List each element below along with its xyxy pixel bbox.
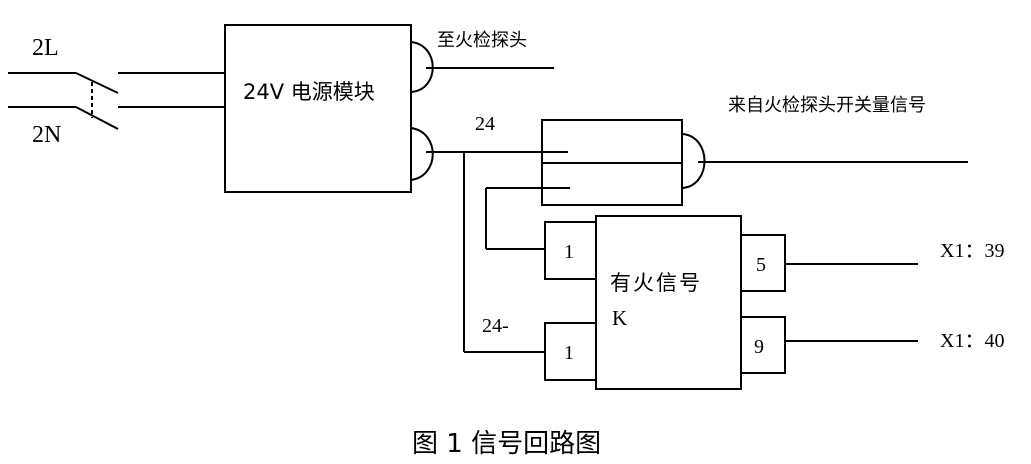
label-2l: 2L <box>32 35 59 61</box>
connector-bottom <box>410 127 434 181</box>
label-out-39: X1：39 <box>940 240 1004 262</box>
pin1-bottom-label: 1 <box>564 342 574 364</box>
label-24v: 24 <box>475 113 495 135</box>
label-from-detector: 来自火检探头开关量信号 <box>728 95 926 116</box>
input-breaker <box>8 72 225 130</box>
power-module-label: 24V 电源模块 <box>243 80 375 104</box>
relay-pin-1-bottom <box>544 322 597 381</box>
relay-pin-9 <box>740 316 786 374</box>
relay-label: 有火信号 <box>610 271 702 295</box>
pin9-label: 9 <box>754 336 764 358</box>
power-module-box <box>224 24 412 193</box>
label-2n: 2N <box>32 122 61 148</box>
terminal-block-lower <box>541 162 683 206</box>
relay-pin-1-top <box>544 221 597 280</box>
label-out-40: X1：40 <box>940 330 1004 352</box>
switch-blade-n <box>75 106 119 130</box>
terminal-block-upper <box>541 119 683 164</box>
switch-blade-l <box>75 72 119 94</box>
label-to-detector: 至火检探头 <box>437 30 527 51</box>
label-24v-minus: 24- <box>482 315 509 337</box>
figure-caption: 图 1 信号回路图 <box>412 429 601 459</box>
relay-box <box>595 215 742 390</box>
pin5-label: 5 <box>756 254 766 276</box>
relay-k-label: K <box>612 306 627 330</box>
pin1-top-label: 1 <box>564 241 574 263</box>
